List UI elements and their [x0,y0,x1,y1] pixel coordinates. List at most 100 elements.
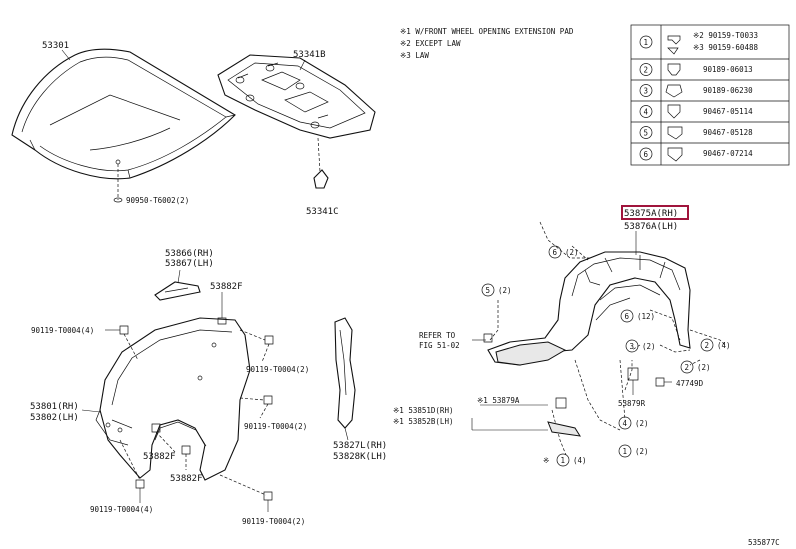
legend-num-5: 5 [644,129,649,138]
clip-icon [483,333,493,343]
legend-code-1a: ※2 90159-T0033 [693,31,758,40]
liner-lh-label: 53876A(LH) [624,222,678,232]
callout-4-num: 4 [623,419,628,428]
callout-1b-num: 1 [561,456,566,465]
callout-4-qty: (2) [635,419,649,428]
pad-a-label: ※1 53879A [477,396,520,405]
hood-clip-label: 90950-T6002(2) [126,196,189,205]
insulator-leader [299,59,306,71]
fender-seal-part[interactable] [334,317,356,429]
callout-4 [618,416,632,430]
clip-icon [555,397,567,409]
refer-line-1: REFER TO [419,331,456,340]
legend-code-2: 90189-06013 [703,65,753,74]
fender-f-mid-label: 53882F [143,452,176,462]
screw-mid-b-label: 90119-T0004(2) [244,422,307,431]
fender-rh-label: 53801(RH) [30,402,79,412]
hood-part[interactable] [11,48,236,203]
pad-rh-label: ※1 53851D(RH) [393,406,453,415]
highlight-box [621,205,689,220]
callout-5 [481,283,495,297]
insulator-label: 53341B [293,50,326,60]
screw-icon [135,479,145,489]
callout-2a [680,360,694,374]
legend-code-6: 90467-07214 [703,149,753,158]
legend-num-4: 4 [644,108,649,117]
clip-icon [667,35,681,45]
legend-code-5: 90467-05128 [703,128,753,137]
callout-1b-qty: (4) [573,456,587,465]
screw-left-label: 90119-T0004(4) [31,326,94,335]
callout-2a-qty: (2) [697,363,711,372]
callout-1a-qty: (2) [635,447,649,456]
callout-2b [700,338,714,352]
callout-2b-num: 2 [705,341,710,350]
fender-leader [81,409,101,413]
wheel-opening-pad-part[interactable] [547,421,581,437]
legend-code-3: 90189-06230 [703,86,753,95]
fastener-legend-table: 1 ※2 90159-T0033 ※3 90159-60488 2 90189-… [630,24,790,166]
fender-f-lower-label: 53882F [170,474,203,484]
clip-icon [667,126,683,140]
callout-5-qty: (2) [498,286,512,295]
fender-f-upper-label: 53882F [210,282,243,292]
legend-code-1b: ※3 90159-60488 [693,43,758,52]
bracket-rh-label: 53866(RH) [165,249,214,259]
clip-icon [667,104,681,119]
note-2: ※2 EXCEPT LAW [400,39,461,48]
legend-num-6: 6 [644,150,649,159]
clip-icon [667,147,683,162]
clip-icon [667,63,681,76]
figure-id: 535877C [748,538,780,547]
screw-mid-a-label: 90119-T0004(2) [246,365,309,374]
screw-bottom-l-label: 90119-T0004(4) [90,505,153,514]
screw-icon [263,395,273,405]
legend-code-4: 90467-05114 [703,107,753,116]
seal-leader [344,427,349,441]
callout-3 [625,339,639,353]
legend-num-2: 2 [644,66,649,75]
note-1: ※1 W/FRONT WHEEL OPENING EXTENSION PAD [400,27,574,36]
callout-6-mid-num: 6 [625,312,630,321]
callout-1b [556,453,570,467]
bracket-leader [177,269,181,284]
seal-lh-label: 53828K(LH) [333,452,387,462]
callout-1a-num: 1 [623,447,628,456]
fender-bracket-part[interactable] [154,281,201,301]
callout-6-top [548,245,562,259]
hood-leader [61,49,71,61]
clip-icon [665,84,683,98]
screw-icon [263,491,273,501]
callout-2b-qty: (4) [717,341,731,350]
clip-icon [181,445,191,455]
screw-bottom-r-label: 90119-T0004(2) [242,517,305,526]
callout-1b-prefix: ※ [543,456,549,465]
callout-6-mid-qty: (12) [637,312,655,321]
insulator-clip-part[interactable] [313,137,329,189]
callout-6-mid [620,309,634,323]
nut-icon [655,377,665,387]
callout-2a-num: 2 [685,363,690,372]
note-3: ※3 LAW [400,51,429,60]
pad-lh-label: ※1 53852B(LH) [393,417,453,426]
screw-icon [119,325,129,335]
bracket-lh-label: 53867(LH) [165,259,214,269]
insulator-clip-label: 53341C [306,207,339,217]
legend-num-1: 1 [644,38,649,47]
hood-insulator-part[interactable] [217,54,376,139]
seal-rh-label: 53827L(RH) [333,441,387,451]
clip-icon [627,367,639,381]
hood-label: 53301 [42,41,69,51]
nut-label: 47749D [676,379,704,388]
liner-rh-label[interactable]: 53875A(RH) [624,209,678,219]
clip-icon [217,317,227,325]
callout-3-num: 3 [630,342,635,351]
callout-1a [618,444,632,458]
legend-num-3: 3 [644,87,649,96]
fender-lh-label: 53802(LH) [30,413,79,423]
callout-3-qty: (2) [642,342,656,351]
callout-5-num: 5 [486,286,491,295]
fender-liner-part[interactable] [487,251,691,366]
clip-icon [667,47,679,55]
